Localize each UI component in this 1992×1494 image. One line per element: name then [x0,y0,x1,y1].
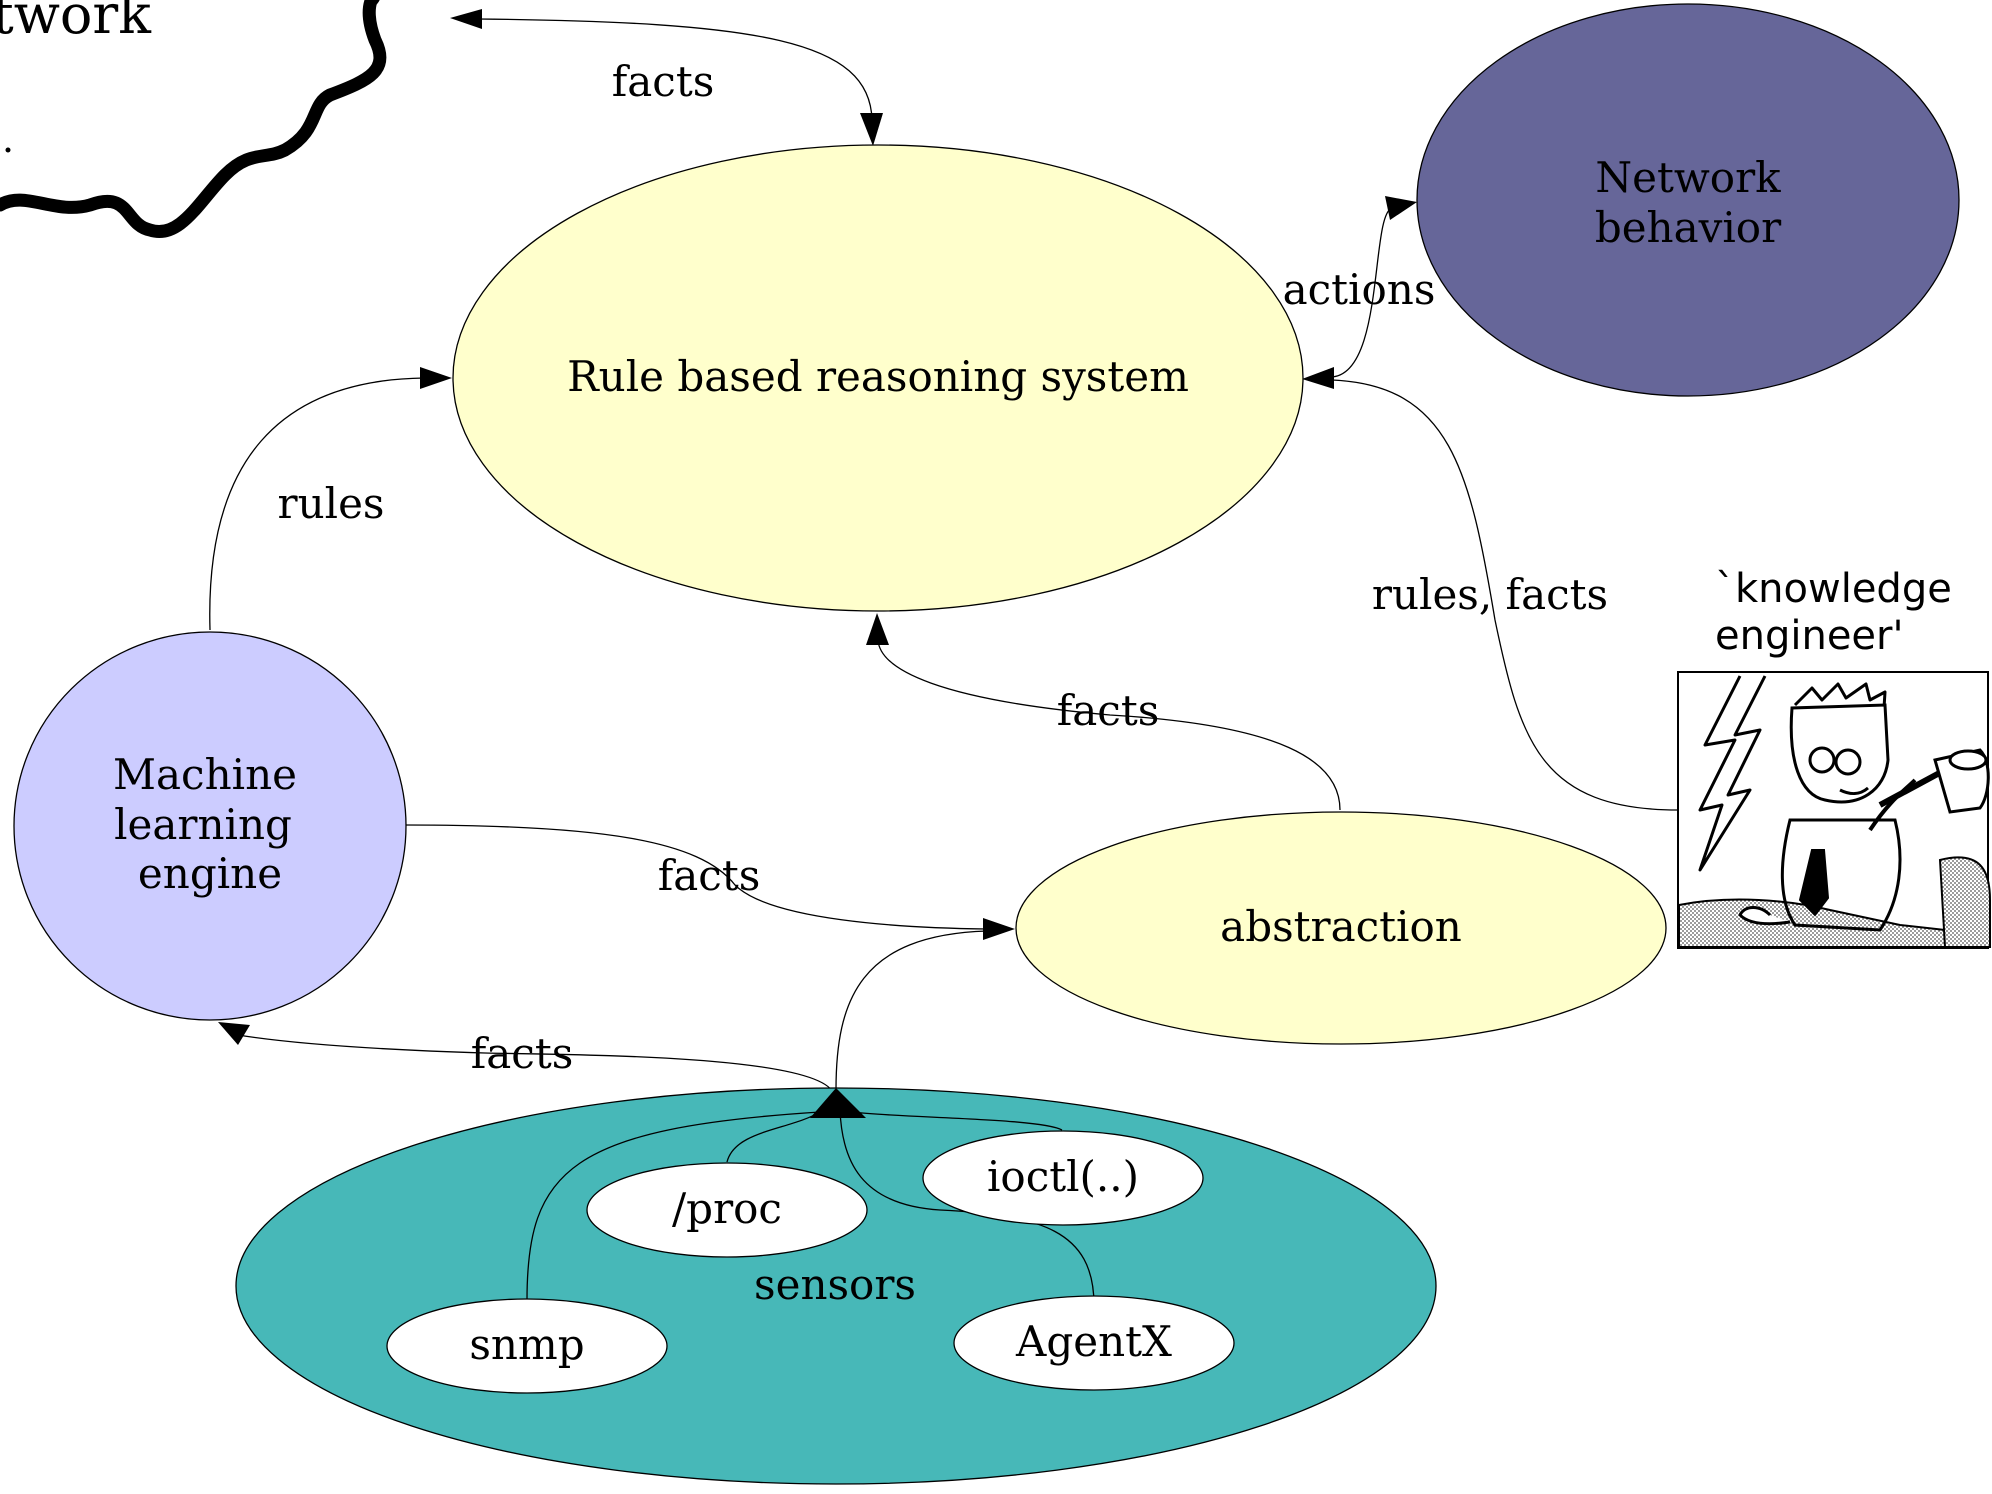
rule-system-shape [452,144,1304,612]
arrowhead [218,1022,250,1045]
cloud-speck [95,201,101,207]
edge-sensors-ml [237,1034,835,1096]
network-behavior-label-line1: Network [1595,153,1781,202]
abstraction-shape [1015,811,1667,1045]
edge-abstraction-rules [877,639,1341,811]
ml-engine-label-line1: Machine [113,750,297,799]
sensor-agentx-shape [953,1295,1235,1391]
sensor-ioctl-shape [922,1130,1204,1226]
engineer-cartoon-icon [1677,671,1991,949]
sensor-agentx-label: AgentX [1015,1317,1172,1366]
network-behavior-node: Network behavior [1416,3,1960,397]
edge-label-sensors-facts: facts [471,1029,574,1078]
edges [209,9,1679,1096]
sensor-snmp-shape [386,1298,668,1394]
edge-cloud-rules [477,18,873,121]
arrowhead [983,918,1015,940]
edge-label-rules-facts: rules, facts [1372,570,1608,619]
network-behavior-label-line2: behavior [1595,203,1782,252]
arrowhead [1385,196,1417,220]
edge-label-cloud-facts: facts [612,57,715,106]
network-behavior-shape [1416,3,1960,397]
engineer-caption-line1: `knowledge [1715,566,1952,612]
knowledge-engineer: `knowledge engineer' [1677,566,1991,949]
edge-labels: facts actions rules rules, facts facts f… [278,57,1609,1078]
edge-label-rules: rules [278,479,385,528]
sensor-ioctl: ioctl(..) [922,1130,1204,1226]
network-cloud: twork [0,0,387,239]
edge-label-ml-facts: facts [658,851,761,900]
cloud-label: twork [0,0,152,46]
edge-label-actions: actions [1283,265,1436,314]
edge-sensors-abstraction [835,930,988,1091]
sensor-snmp: snmp [386,1298,668,1394]
sensor-snmp-label: snmp [469,1320,584,1369]
cloud-speck [5,147,11,153]
sensor-proc-label: /proc [672,1184,782,1233]
sensors-label: sensors [754,1260,916,1309]
ml-engine-label-line3: engine [138,849,282,898]
edge-ioctl-hub [851,1111,1063,1131]
edge-ml-rules [209,377,425,631]
sensor-proc: /proc [586,1162,868,1258]
ml-engine-shape [13,631,407,1021]
ml-engine-node: Machine learning engine [13,631,407,1021]
sensors-node: sensors /proc ioctl(..) snmp AgentX [235,1087,1437,1485]
arrowhead [1302,367,1334,389]
edge-proc-hub [726,1111,821,1163]
arrowhead [420,367,452,389]
edge-ml-abstraction [404,824,988,930]
rule-system-node: Rule based reasoning system [452,144,1304,612]
arrowhead [450,9,482,29]
abstraction-node: abstraction [1015,811,1667,1045]
edge-rules-behavior [1329,207,1393,378]
arrowhead [866,613,889,645]
arrowhead [810,1088,866,1118]
edge-engineer-rules [1331,379,1679,811]
sensor-agentx: AgentX [953,1295,1235,1391]
sensor-proc-shape [586,1162,868,1258]
arrowhead [860,113,883,146]
edge-snmp-hub [526,1111,821,1301]
abstraction-label: abstraction [1220,902,1462,951]
edge-label-abstraction-facts: facts [1057,686,1160,735]
sensor-ioctl-label: ioctl(..) [987,1152,1139,1201]
engineer-caption-line2: engineer' [1715,613,1903,659]
edge-agentx-hub [839,1109,1095,1306]
ml-engine-label-line2: learning [114,800,292,849]
rule-system-label: Rule based reasoning system [567,352,1189,401]
